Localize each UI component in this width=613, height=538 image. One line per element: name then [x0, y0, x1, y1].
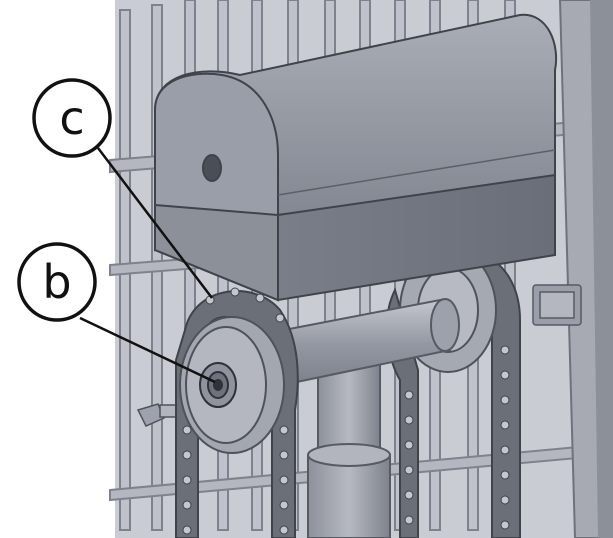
leader-b [79, 316, 216, 384]
callout-b: b [17, 242, 97, 322]
leader-lines [79, 147, 216, 384]
housing-hole [202, 154, 222, 182]
leader-c [97, 147, 213, 299]
motor-housing [154, 13, 557, 302]
callout-c: c [32, 78, 112, 158]
side-bracket [532, 284, 582, 326]
hub-nut [199, 362, 237, 408]
callout-c-label: c [59, 91, 84, 145]
callout-b-label: b [42, 255, 71, 309]
